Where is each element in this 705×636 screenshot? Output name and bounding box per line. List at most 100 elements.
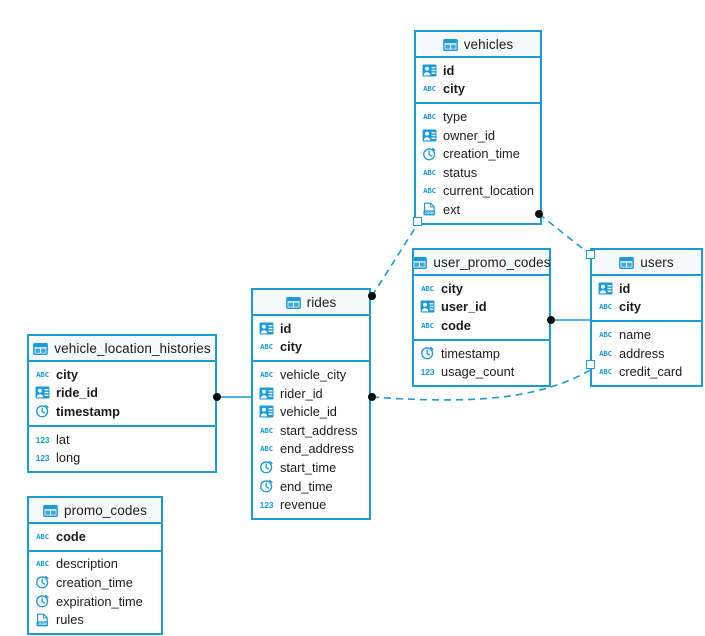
table-title: promo_codes [64,502,147,518]
field-name: rider_id [280,385,323,401]
table-field-owner_id[interactable]: owner_id [416,126,540,145]
table-field-expiration_time[interactable]: expiration_time [29,592,161,611]
primary-key-field-id[interactable]: id [253,319,369,338]
relationship-one-marker-rides-vehicles[interactable] [413,217,422,226]
svg-text:JSON: JSON [425,211,435,216]
primary-key-field-id[interactable]: id [416,61,540,80]
field-name: owner_id [443,127,495,143]
id-card-icon [598,282,613,295]
id-card-icon [259,405,274,418]
id-card-icon [35,386,50,399]
table-header-user_promo_codes[interactable]: user_promo_codes [412,250,550,276]
field-name: vehicle_city [280,366,347,382]
primary-key-field-id[interactable]: id [592,279,701,298]
abc-icon: ABC [423,186,436,196]
relationship-many-marker-vehicle_location_histories-rides[interactable] [213,393,221,401]
relationship-line-rides-vehicles[interactable] [371,224,418,297]
table-header-vehicles[interactable]: vehicles [416,32,540,58]
field-name: status [443,164,478,180]
table-field-long[interactable]: 123 long [29,448,215,467]
field-name: revenue [280,497,327,513]
abc-icon: ABC [36,369,49,379]
field-name: timestamp [441,345,501,361]
table-field-revenue[interactable]: 123 revenue [253,495,369,514]
field-name: long [56,450,81,466]
primary-key-field-ride_id[interactable]: ride_id [29,384,215,403]
field-name: city [280,339,303,355]
relationship-many-marker-user_promo_codes-users[interactable] [547,316,555,324]
table-field-creation_time[interactable]: creation_time [416,144,540,163]
field-name: end_address [280,441,354,457]
123-icon: 123 [35,453,50,464]
abc-icon: ABC [36,559,49,569]
table-field-vehicle_id[interactable]: vehicle_id [253,402,369,421]
table-field-start_time[interactable]: start_time [253,458,369,477]
relationship-one-marker-rides-users[interactable] [586,360,595,369]
primary-key-field-user_id[interactable]: user_id [414,298,549,317]
123-icon: 123 [259,500,274,511]
field-name: ride_id [56,385,98,401]
field-name: creation_time [443,146,520,162]
clock-icon [259,460,274,474]
table-field-rider_id[interactable]: rider_id [253,384,369,403]
field-name: end_time [280,478,333,494]
relationship-many-marker-rides-users[interactable] [368,393,376,401]
table-header-promo_codes[interactable]: promo_codes [29,498,161,524]
clock-icon [35,575,50,589]
table-field-end_time[interactable]: end_time [253,477,369,496]
table-field-vehicle_city[interactable]: ABC vehicle_city [253,365,369,384]
primary-key-field-city[interactable]: ABC city [253,338,369,357]
relationship-many-marker-rides-vehicles[interactable] [368,292,376,300]
abc-icon: ABC [599,329,612,339]
relationship-one-marker-vehicles-users[interactable] [586,250,595,259]
field-name: start_address [280,422,358,438]
field-name: code [441,317,471,333]
clock-icon [35,594,50,608]
field-name: id [619,280,631,296]
table-field-timestamp[interactable]: timestamp [414,344,549,363]
123-icon: 123 [35,434,50,445]
abc-icon: ABC [421,283,434,293]
table-header-users[interactable]: users [592,250,701,276]
field-name: start_time [280,459,337,475]
abc-icon: ABC [260,342,273,352]
table-title: vehicles [463,36,514,52]
table-title: vehicle_location_histories [54,340,211,356]
abc-icon: ABC [599,367,612,377]
field-name: city [619,299,642,315]
relationship-many-marker-vehicles-users[interactable] [535,210,543,218]
table-header-vehicle_location_histories[interactable]: vehicle_location_histories [29,336,215,362]
table-header-rides[interactable]: rides [253,290,369,316]
table-field-creation_time[interactable]: creation_time [29,573,161,592]
abc-icon: ABC [260,369,273,379]
table-grid-icon [285,296,301,309]
primary-key-field-timestamp[interactable]: timestamp [29,402,215,421]
